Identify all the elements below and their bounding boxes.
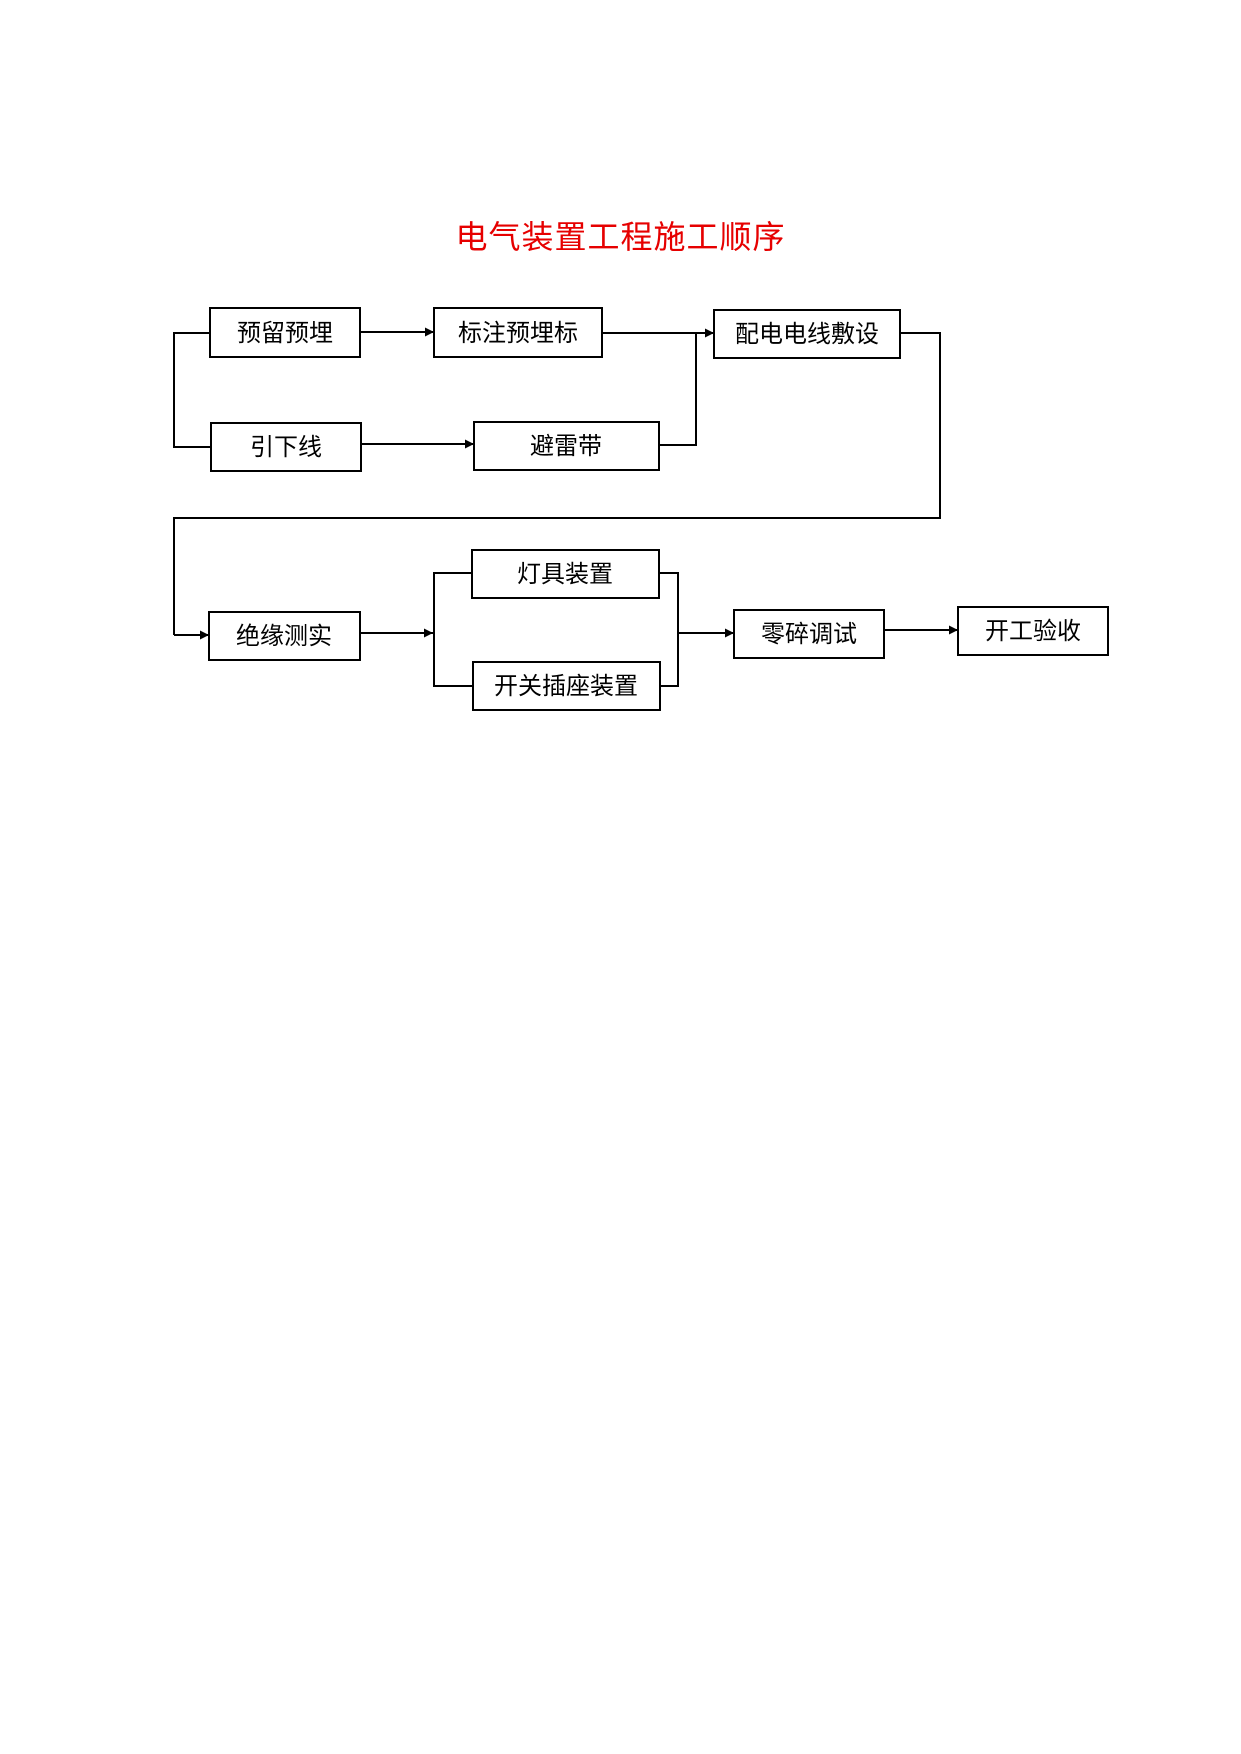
node-biaozhu: 标注预埋标 <box>433 307 603 358</box>
node-peidian: 配电电线敷设 <box>713 309 901 359</box>
node-kaigong: 开工验收 <box>957 606 1109 656</box>
edges <box>173 327 958 687</box>
node-bilei-label: 避雷带 <box>530 432 602 460</box>
node-yuliu: 预留预埋 <box>209 307 361 358</box>
edge-merge-bracket <box>659 572 679 687</box>
node-kaiguan: 开关插座装置 <box>472 661 661 711</box>
node-dengju-label: 灯具装置 <box>517 560 613 588</box>
node-yinxia-label: 引下线 <box>250 433 322 461</box>
node-yuliu-label: 预留预埋 <box>237 319 333 347</box>
node-biaozhu-label: 标注预埋标 <box>458 319 578 347</box>
node-kaiguan-label: 开关插座装置 <box>494 672 638 700</box>
edge-peidian-wrap <box>173 332 941 635</box>
edge-split-bracket <box>433 572 473 687</box>
node-peidian-label: 配电电线敷设 <box>735 320 879 348</box>
node-jueyuan: 绝缘测实 <box>208 611 361 661</box>
edge-bilei-join <box>659 333 697 446</box>
node-yinxia: 引下线 <box>210 422 362 472</box>
node-lingsui-label: 零碎调试 <box>761 620 857 648</box>
node-bilei: 避雷带 <box>473 421 660 471</box>
edge-left-bracket <box>173 332 211 448</box>
node-dengju: 灯具装置 <box>471 549 660 599</box>
node-jueyuan-label: 绝缘测实 <box>236 622 332 650</box>
node-lingsui: 零碎调试 <box>733 609 885 659</box>
diagram-title: 电气装置工程施工顺序 <box>455 218 786 256</box>
node-kaigong-label: 开工验收 <box>985 617 1081 645</box>
